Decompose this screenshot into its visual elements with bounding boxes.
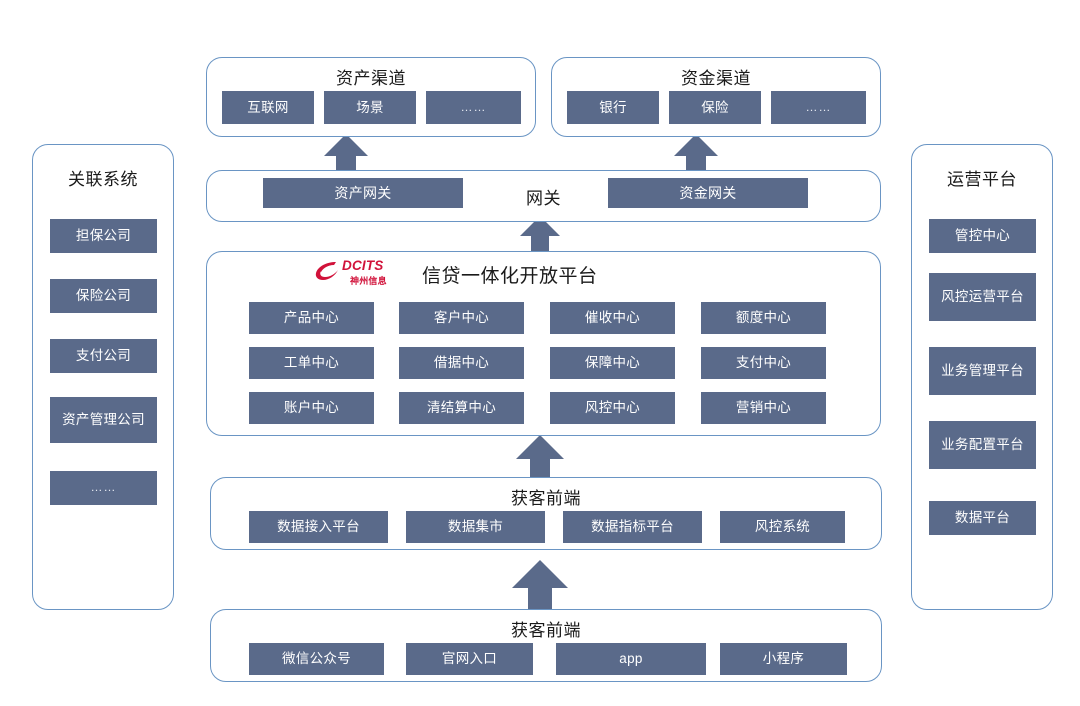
related-systems-item-insurance-company[interactable]: 保险公司: [50, 279, 157, 313]
data-layer-title: 获客前端: [511, 489, 581, 508]
frontend-layer-item-wechat-official-account[interactable]: 微信公众号: [249, 643, 384, 675]
platform-center-loan-note[interactable]: 借据中心: [399, 347, 524, 379]
platform-center-guarantee[interactable]: 保障中心: [550, 347, 675, 379]
gateway-item-asset-gateway[interactable]: 资产网关: [263, 178, 463, 208]
related-systems-item-guarantee-company[interactable]: 担保公司: [50, 219, 157, 253]
asset-channel-panel: 资产渠道 互联网 场景 ……: [206, 57, 536, 137]
related-systems-title: 关联系统: [68, 170, 138, 189]
operation-platform-item-risk-operation-platform[interactable]: 风控运营平台: [929, 273, 1036, 321]
operation-platform-title: 运营平台: [947, 170, 1017, 189]
asset-channel-title: 资产渠道: [336, 69, 406, 88]
frontend-layer-item-mini-program[interactable]: 小程序: [720, 643, 847, 675]
platform-panel: DCITS 神州信息 信贷一体化开放平台 产品中心 客户中心 催收中心 额度中心…: [206, 251, 881, 436]
asset-channel-item-more[interactable]: ……: [426, 91, 521, 124]
frontend-layer-title: 获客前端: [511, 621, 581, 640]
arrow-fund-gateway-to-fund-channel: [674, 134, 718, 180]
platform-center-marketing[interactable]: 营销中心: [701, 392, 826, 424]
operation-platform-item-data-platform[interactable]: 数据平台: [929, 501, 1036, 535]
operation-platform-item-control-center[interactable]: 管控中心: [929, 219, 1036, 253]
platform-center-payment[interactable]: 支付中心: [701, 347, 826, 379]
frontend-layer-item-app[interactable]: app: [556, 643, 706, 675]
asset-channel-item-scenario[interactable]: 场景: [324, 91, 416, 124]
platform-center-clearing-settlement[interactable]: 清结算中心: [399, 392, 524, 424]
operation-platform-item-business-config-platform[interactable]: 业务配置平台: [929, 421, 1036, 469]
platform-center-credit-limit[interactable]: 额度中心: [701, 302, 826, 334]
data-layer-item-data-access-platform[interactable]: 数据接入平台: [249, 511, 388, 543]
dcits-wordmark: DCITS: [342, 258, 384, 273]
frontend-layer-panel: 获客前端 微信公众号 官网入口 app 小程序: [210, 609, 882, 682]
arrow-asset-gateway-to-asset-channel: [324, 134, 368, 180]
related-systems-item-asset-management-company[interactable]: 资产管理公司: [50, 397, 157, 443]
arrow-frontend-to-data: [512, 560, 568, 616]
platform-center-account[interactable]: 账户中心: [249, 392, 374, 424]
fund-channel-title: 资金渠道: [681, 69, 751, 88]
fund-channel-item-bank[interactable]: 银行: [567, 91, 659, 124]
arrow-data-to-platform: [516, 435, 564, 485]
platform-center-product[interactable]: 产品中心: [249, 302, 374, 334]
fund-channel-item-more[interactable]: ……: [771, 91, 866, 124]
data-layer-item-data-mart[interactable]: 数据集市: [406, 511, 545, 543]
operation-platform-item-business-management-platform[interactable]: 业务管理平台: [929, 347, 1036, 395]
platform-title: 信贷一体化开放平台: [422, 266, 598, 287]
related-systems-item-payment-company[interactable]: 支付公司: [50, 339, 157, 373]
dcits-logo: DCITS 神州信息: [314, 258, 406, 288]
platform-center-work-order[interactable]: 工单中心: [249, 347, 374, 379]
asset-channel-item-internet[interactable]: 互联网: [222, 91, 314, 124]
gateway-panel: 网关 资产网关 资金网关: [206, 170, 881, 222]
platform-center-collection[interactable]: 催收中心: [550, 302, 675, 334]
arrow-platform-to-gateway: [520, 216, 560, 262]
fund-channel-item-insurance[interactable]: 保险: [669, 91, 761, 124]
data-layer-panel: 获客前端 数据接入平台 数据集市 数据指标平台 风控系统: [210, 477, 882, 550]
operation-platform-panel: 运营平台 管控中心 风控运营平台 业务管理平台 业务配置平台 数据平台: [911, 144, 1053, 610]
gateway-title: 网关: [526, 189, 561, 208]
dcits-subtitle: 神州信息: [350, 276, 387, 286]
platform-center-customer[interactable]: 客户中心: [399, 302, 524, 334]
frontend-layer-item-official-website[interactable]: 官网入口: [406, 643, 533, 675]
data-layer-item-risk-control-system[interactable]: 风控系统: [720, 511, 845, 543]
platform-center-risk-control[interactable]: 风控中心: [550, 392, 675, 424]
data-layer-item-data-indicator-platform[interactable]: 数据指标平台: [563, 511, 702, 543]
related-systems-panel: 关联系统 担保公司 保险公司 支付公司 资产管理公司 ……: [32, 144, 174, 610]
fund-channel-panel: 资金渠道 银行 保险 ……: [551, 57, 881, 137]
gateway-item-fund-gateway[interactable]: 资金网关: [608, 178, 808, 208]
dcits-swoosh-icon: [315, 262, 338, 280]
related-systems-item-more[interactable]: ……: [50, 471, 157, 505]
